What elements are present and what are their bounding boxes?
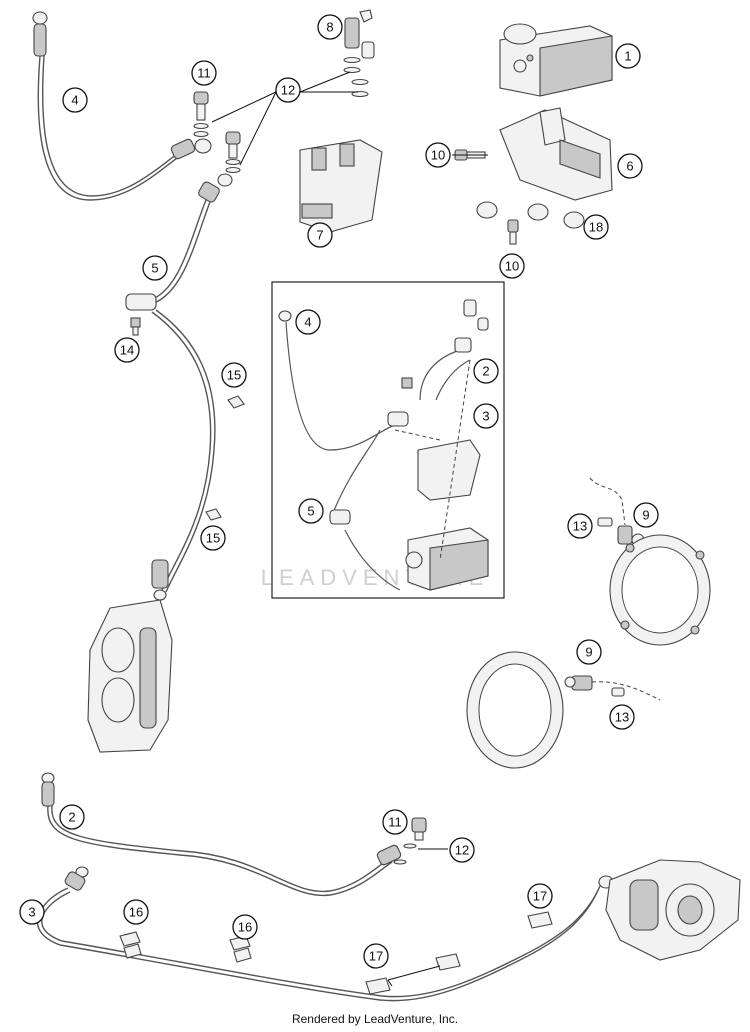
part-wheel-sensor-9-lower[interactable]: [564, 675, 661, 701]
callout-4-inset: 4: [295, 309, 321, 335]
credit-text: Rendered by LeadVenture, Inc.: [291, 1012, 459, 1026]
svg-text:11: 11: [388, 815, 402, 830]
svg-text:3: 3: [482, 409, 489, 424]
svg-text:10: 10: [431, 148, 445, 163]
callout-4-top: 4: [62, 87, 88, 113]
part-banjo-bolt-upper[interactable]: [225, 131, 241, 174]
part-brake-hose-4[interactable]: [32, 11, 212, 201]
callout-13-upper: 13: [567, 513, 593, 539]
callout-10-upper: 10: [425, 142, 451, 168]
part-banjo-bolt-11[interactable]: [193, 91, 209, 138]
inset-frame: [271, 281, 505, 599]
callout-1: 1: [615, 43, 641, 69]
part-clip-15-b[interactable]: [205, 508, 222, 521]
callout-3-bottom: 3: [19, 899, 45, 925]
part-banjo-bolt-11-lower[interactable]: [393, 817, 427, 865]
callout-11-top: 11: [191, 60, 217, 86]
callout-6: 6: [617, 153, 643, 179]
part-clip-17-c[interactable]: [365, 977, 391, 995]
callout-12-top: 12: [275, 77, 301, 103]
part-clip-17-a[interactable]: [527, 911, 553, 929]
part-bracket-7[interactable]: [299, 139, 383, 233]
callout-12-bottom: 12: [449, 837, 475, 863]
part-clip-17-b[interactable]: [435, 953, 461, 971]
svg-text:8: 8: [326, 20, 333, 35]
svg-text:4: 4: [304, 315, 311, 330]
svg-text:11: 11: [197, 66, 211, 81]
part-clip-16-b[interactable]: [229, 935, 252, 963]
callout-7: 7: [307, 222, 333, 248]
part-brake-hose-3[interactable]: [36, 866, 614, 1002]
svg-text:1: 1: [624, 49, 631, 64]
callout-14: 14: [114, 337, 140, 363]
part-clip-15-a[interactable]: [227, 395, 245, 409]
callout-2-bottom: 2: [59, 804, 85, 830]
callout-8: 8: [317, 14, 343, 40]
callout-9-upper: 9: [633, 502, 659, 528]
svg-text:15: 15: [206, 531, 220, 546]
part-abs-unit-1[interactable]: [499, 23, 613, 97]
svg-text:15: 15: [227, 368, 241, 383]
part-bolt-13-lower[interactable]: [611, 687, 625, 697]
part-bolt-10-lower[interactable]: [507, 219, 519, 245]
svg-text:17: 17: [369, 949, 383, 964]
callout-3-inset: 3: [473, 403, 499, 429]
part-brake-hose-2[interactable]: [41, 772, 402, 897]
part-front-caliper[interactable]: [87, 599, 173, 753]
svg-text:16: 16: [238, 920, 252, 935]
callout-16-right: 16: [232, 914, 258, 940]
part-bolt-14[interactable]: [130, 317, 141, 336]
callout-16-left: 16: [123, 899, 149, 925]
callout-17-lower: 17: [363, 943, 389, 969]
callout-5-left: 5: [142, 255, 168, 281]
svg-text:12: 12: [281, 83, 295, 98]
callout-18: 18: [583, 214, 609, 240]
callout-15-upper: 15: [221, 362, 247, 388]
callout-10-lower: 10: [499, 253, 525, 279]
part-grommet-18[interactable]: [476, 201, 585, 229]
svg-text:9: 9: [642, 508, 649, 523]
svg-text:5: 5: [307, 504, 314, 519]
part-abs-bracket-6[interactable]: [499, 107, 613, 201]
svg-text:2: 2: [68, 810, 75, 825]
callout-2-inset: 2: [473, 358, 499, 384]
svg-text:5: 5: [151, 261, 158, 276]
svg-text:2: 2: [482, 364, 489, 379]
svg-text:10: 10: [505, 259, 519, 274]
svg-text:12: 12: [455, 843, 469, 858]
part-rear-caliper[interactable]: [605, 859, 741, 961]
svg-text:4: 4: [71, 93, 78, 108]
callout-13-lower: 13: [609, 704, 635, 730]
inset-assembly[interactable]: [278, 299, 489, 591]
callout-17-upper: 17: [527, 883, 553, 909]
svg-text:9: 9: [585, 645, 592, 660]
callout-15-lower: 15: [200, 525, 226, 551]
part-brake-hose-5[interactable]: [125, 173, 233, 601]
part-bolt-13-upper[interactable]: [597, 517, 613, 527]
svg-text:17: 17: [533, 889, 547, 904]
part-tone-ring-rear[interactable]: [609, 534, 711, 646]
svg-text:16: 16: [129, 905, 143, 920]
svg-text:7: 7: [316, 228, 323, 243]
callout-9-lower: 9: [576, 639, 602, 665]
svg-text:6: 6: [626, 159, 633, 174]
part-tone-ring-front[interactable]: [466, 651, 564, 769]
svg-text:18: 18: [589, 220, 603, 235]
part-fitting-8[interactable]: [343, 9, 375, 98]
callout-5-inset: 5: [298, 498, 324, 524]
svg-text:13: 13: [615, 710, 629, 725]
svg-text:13: 13: [573, 519, 587, 534]
leader-lines: [211, 71, 488, 987]
callout-11-bottom: 11: [382, 809, 408, 835]
svg-text:14: 14: [120, 343, 134, 358]
svg-text:3: 3: [28, 905, 35, 920]
part-clip-16-a[interactable]: [119, 931, 142, 959]
